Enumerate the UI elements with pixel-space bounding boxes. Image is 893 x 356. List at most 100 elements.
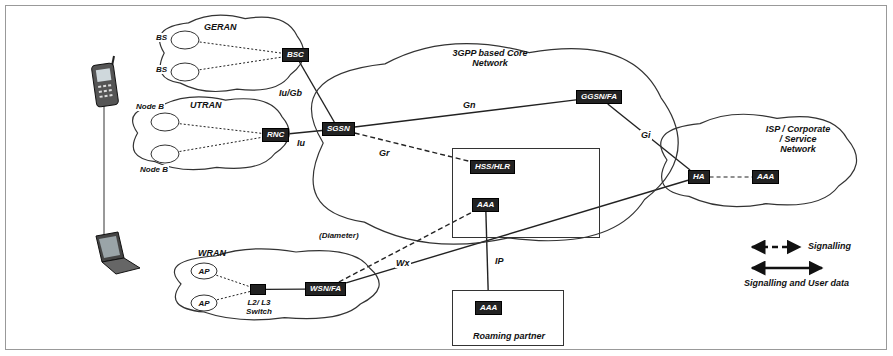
switch-label: L2/ L3 Switch	[241, 298, 277, 316]
switch-box: L2/ L3 Switch	[250, 284, 266, 295]
connector	[300, 62, 335, 122]
connector	[346, 180, 688, 283]
base-station: BS	[170, 62, 200, 82]
legend-text: Signalling and User data	[744, 278, 849, 289]
text-holder: Iu	[296, 138, 306, 148]
cloud-label: WRAN	[198, 248, 226, 258]
cell-ellipse	[151, 145, 179, 163]
text-holder: WRAN	[198, 248, 226, 258]
text-holder: BS	[155, 65, 168, 74]
network-element: AAA	[472, 198, 499, 212]
cloud-label: GERAN	[204, 22, 237, 32]
network-element: AAA	[475, 301, 502, 315]
box-label: Roaming partner	[453, 331, 565, 341]
cell-label: Node B	[139, 165, 169, 174]
cloud-shape	[174, 249, 379, 320]
text-holder: Node B	[139, 165, 169, 174]
element-name: SGSN	[327, 124, 350, 134]
element-name: AAA	[480, 303, 497, 313]
text-holder: 3GPP based Core Network	[450, 48, 530, 68]
interface-label: Iu/Gb	[278, 88, 303, 98]
circle-outline	[150, 112, 180, 132]
cell-ellipse	[151, 113, 179, 131]
text-holder: ISP / Corporate / Service Network	[765, 124, 831, 154]
network-element: WSN/FA	[305, 282, 346, 296]
cell-label: AP	[198, 299, 209, 308]
connector	[355, 100, 576, 127]
cell-ellipse	[171, 63, 199, 81]
text-holder: AP	[190, 262, 218, 280]
text-holder: AP	[190, 294, 218, 312]
connector	[486, 212, 489, 301]
cell-ellipse	[191, 295, 217, 311]
radio-network-cloud: WRAN AP AP L2/ L3 Switch WSN/FA	[158, 244, 388, 324]
element-name: GGSN/FA	[581, 92, 617, 102]
protocol-note: (Diameter)	[318, 231, 360, 240]
interface-label: Gi	[640, 130, 652, 140]
cloud-outline	[158, 244, 388, 324]
text-holder: GERAN	[204, 22, 237, 32]
cell-label: BS	[155, 65, 168, 74]
interface-label: Wx	[395, 258, 411, 268]
element-name: WSN/FA	[310, 284, 341, 294]
element-name: RNC	[267, 130, 284, 140]
radio-network-cloud: GERANBSBSBSC	[148, 10, 310, 96]
mobile-phone	[91, 56, 119, 236]
text-holder: Node B	[135, 102, 165, 111]
text-holder: Gr	[378, 148, 391, 158]
roaming-partner-box: Roaming partner AAA	[452, 290, 564, 346]
cloud-shape	[311, 44, 678, 245]
connector	[216, 275, 250, 287]
interface-label: Iu	[296, 138, 306, 148]
cell-label: Node B	[135, 102, 165, 111]
interface-label: Gr	[378, 148, 391, 158]
cell-ellipse	[171, 31, 199, 49]
cloud-shape	[661, 114, 857, 206]
access-point: AP	[190, 294, 218, 312]
network-element: SGSN	[322, 122, 355, 136]
access-point: AP	[190, 262, 218, 280]
legend-text: Signalling	[808, 241, 851, 252]
element-name: BSC	[287, 50, 304, 60]
text-holder: Iu/Gb	[278, 88, 303, 98]
core-network-cloud: 3GPP based Core NetworkSGSN GGSN/FA HSS/HL…	[282, 30, 694, 256]
text-holder: Gi	[640, 130, 652, 140]
network-element: HSS/HLR	[470, 160, 515, 174]
cell-label: AP	[198, 267, 209, 276]
cloud-outline	[645, 108, 865, 212]
cell-label: BS	[155, 33, 168, 42]
text-holder: Roaming partner	[453, 331, 565, 341]
text-holder: UTRAN	[190, 100, 222, 110]
legend-dashed-arrow	[752, 246, 800, 249]
connector	[710, 176, 752, 177]
circle-outline	[150, 144, 180, 164]
text-holder: IP	[494, 256, 505, 266]
connector	[200, 42, 282, 53]
cloud-label: ISP / Corporate / Service Network	[765, 124, 831, 154]
network-element: GGSN/FA	[576, 90, 622, 104]
element-name: AAA	[757, 172, 774, 182]
element-name: AAA	[477, 200, 494, 210]
service-network-cloud: ISP / Corporate / Service NetworkHA AAA	[645, 108, 865, 212]
legend-solid-arrow	[752, 267, 822, 270]
text-holder: Gn	[462, 100, 477, 110]
interface-label: IP	[494, 256, 505, 266]
laptop	[96, 232, 140, 274]
circle-outline	[170, 30, 200, 50]
text-holder: L2/ L3 Switch	[241, 298, 277, 316]
connector	[266, 289, 305, 290]
network-element: BSC	[282, 48, 309, 62]
text-holder: Signalling and User data	[744, 278, 849, 289]
text-holder: BS	[155, 33, 168, 42]
network-element: RNC	[262, 128, 289, 142]
interface-label: Gn	[462, 100, 477, 110]
radio-network-cloud: UTRANNode BNode BRNC	[120, 92, 296, 174]
network-element: HA	[688, 170, 710, 184]
element-name: HA	[693, 172, 705, 182]
text-holder: Signalling	[808, 241, 851, 252]
base-station: BS	[170, 30, 200, 50]
connector	[217, 292, 250, 300]
connector	[180, 124, 262, 134]
base-station: Node B	[150, 112, 180, 132]
